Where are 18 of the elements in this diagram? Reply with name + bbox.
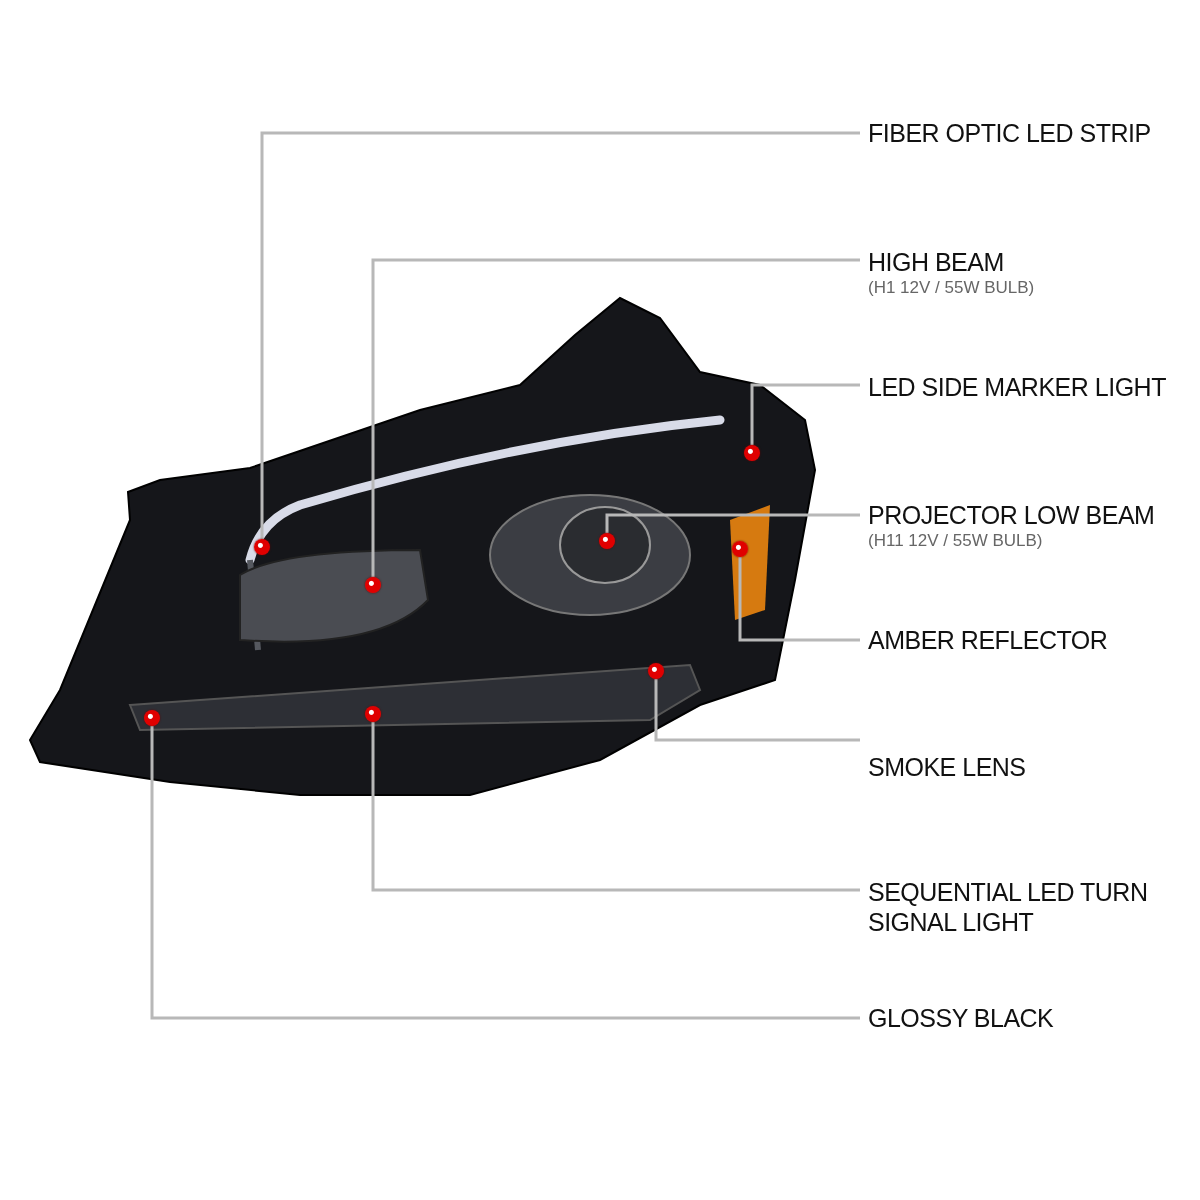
leader-line xyxy=(750,383,860,445)
leader-line xyxy=(371,258,860,577)
part-label: PROJECTOR LOW BEAM xyxy=(868,500,1156,530)
leader-line xyxy=(738,557,860,642)
part-label: HIGH BEAM xyxy=(868,247,1005,277)
part-label: SMOKE LENS xyxy=(868,752,1027,782)
bulb-spec: (H11 12V / 55W BULB) xyxy=(868,530,1044,552)
part-label: SEQUENTIAL LED TURN SIGNAL LIGHT xyxy=(868,877,1149,937)
leader-line xyxy=(605,513,860,533)
part-label: GLOSSY BLACK xyxy=(868,1003,1055,1033)
part-label: LED SIDE MARKER LIGHT xyxy=(868,372,1167,402)
leader-line xyxy=(371,722,860,892)
leader-line xyxy=(654,679,860,742)
part-label: FIBER OPTIC LED STRIP xyxy=(868,118,1152,148)
leader-line xyxy=(260,131,860,539)
leader-line xyxy=(150,726,860,1020)
bulb-spec: (H1 12V / 55W BULB) xyxy=(868,277,1036,299)
part-label: AMBER REFLECTOR xyxy=(868,625,1109,655)
